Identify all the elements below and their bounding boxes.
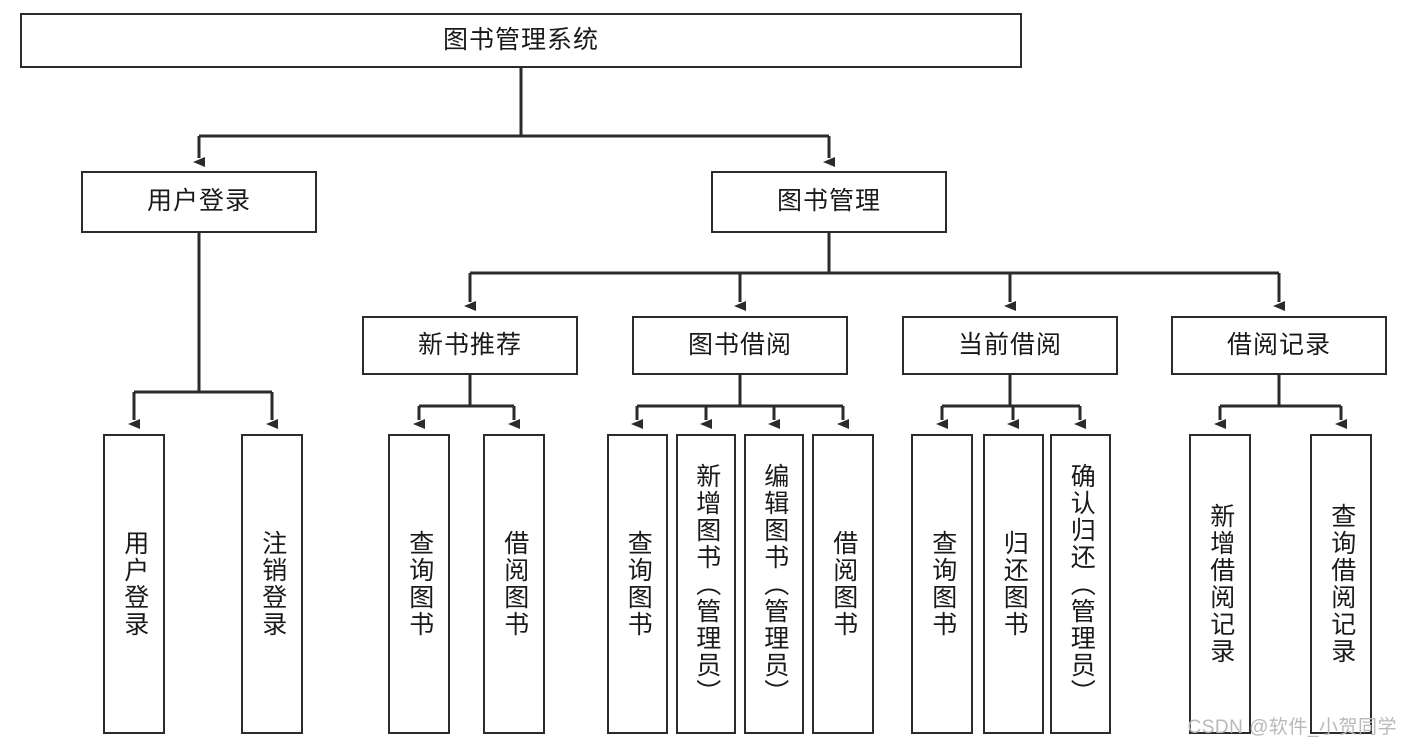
node-root-label: 图书管理系统 <box>442 25 599 54</box>
node-new-book-recommend-label: 新书推荐 <box>417 330 522 359</box>
leaf-query-borrow-record[interactable]: 查询借阅记录 <box>1310 434 1372 734</box>
leaf-borrow-book[interactable]: 借阅图书 <box>812 434 874 734</box>
leaf-confirm-return-admin[interactable]: 确认归还（管理员） <box>1050 434 1111 734</box>
leaf-add-borrow-record-label: 新增借阅记录 <box>1206 503 1235 665</box>
leaf-return-book[interactable]: 归还图书 <box>983 434 1044 734</box>
leaf-query-book-recommend[interactable]: 查询图书 <box>388 434 450 734</box>
leaf-query-book-borrow-label: 查询图书 <box>624 530 653 638</box>
node-root[interactable]: 图书管理系统 <box>20 13 1022 68</box>
leaf-query-book-current[interactable]: 查询图书 <box>911 434 973 734</box>
leaf-query-borrow-record-label: 查询借阅记录 <box>1327 503 1356 665</box>
node-book-management[interactable]: 图书管理 <box>711 171 947 233</box>
leaf-add-borrow-record[interactable]: 新增借阅记录 <box>1189 434 1251 734</box>
node-current-borrow[interactable]: 当前借阅 <box>902 316 1118 375</box>
node-new-book-recommend[interactable]: 新书推荐 <box>362 316 578 375</box>
leaf-edit-book-admin-label: 编辑图书（管理员） <box>760 462 789 706</box>
leaf-query-book-recommend-label: 查询图书 <box>405 530 434 638</box>
leaf-add-book-admin-label: 新增图书（管理员） <box>692 462 721 706</box>
watermark-text: CSDN @软件_小贺同学 <box>1187 717 1397 738</box>
node-book-management-label: 图书管理 <box>776 187 881 216</box>
leaf-query-book-borrow[interactable]: 查询图书 <box>607 434 668 734</box>
node-borrow-record[interactable]: 借阅记录 <box>1171 316 1387 375</box>
leaf-return-book-label: 归还图书 <box>1000 530 1029 638</box>
node-book-borrow[interactable]: 图书借阅 <box>632 316 848 375</box>
leaf-confirm-return-admin-label: 确认归还（管理员） <box>1067 462 1096 706</box>
leaf-add-book-admin[interactable]: 新增图书（管理员） <box>676 434 736 734</box>
leaf-user-logout[interactable]: 注销登录 <box>241 434 303 734</box>
node-user-login[interactable]: 用户登录 <box>81 171 317 233</box>
leaf-user-login[interactable]: 用户登录 <box>103 434 165 734</box>
leaf-borrow-book-recommend-label: 借阅图书 <box>500 530 529 638</box>
node-user-login-label: 用户登录 <box>146 187 251 216</box>
node-current-borrow-label: 当前借阅 <box>957 330 1062 359</box>
leaf-borrow-book-label: 借阅图书 <box>829 530 858 638</box>
leaf-query-book-current-label: 查询图书 <box>928 530 957 638</box>
node-book-borrow-label: 图书借阅 <box>687 330 792 359</box>
leaf-user-login-label: 用户登录 <box>120 530 149 638</box>
leaf-user-logout-label: 注销登录 <box>258 530 287 638</box>
leaf-borrow-book-recommend[interactable]: 借阅图书 <box>483 434 545 734</box>
node-borrow-record-label: 借阅记录 <box>1226 330 1331 359</box>
leaf-edit-book-admin[interactable]: 编辑图书（管理员） <box>744 434 804 734</box>
